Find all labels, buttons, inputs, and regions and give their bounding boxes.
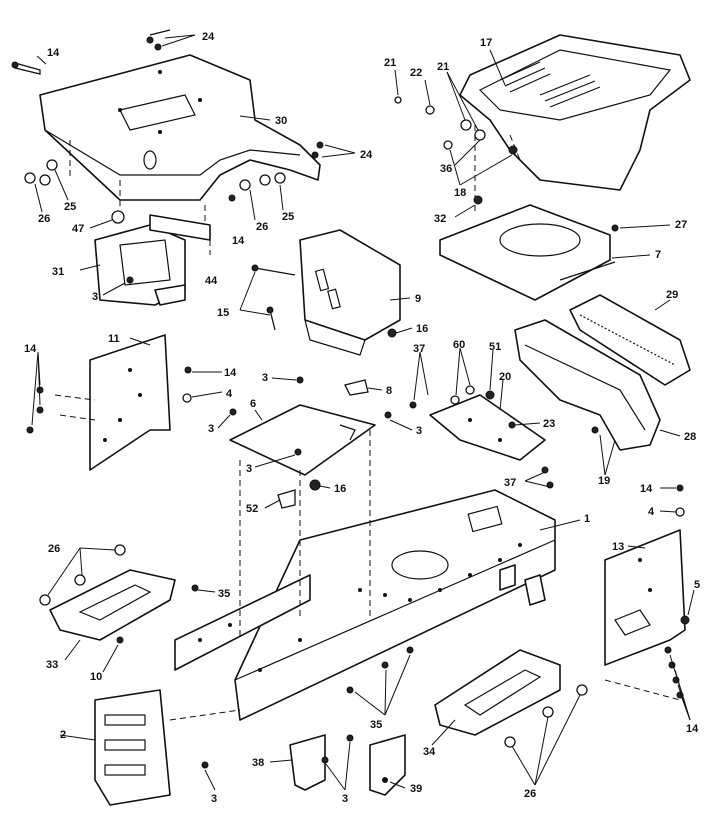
callout-47: 47 xyxy=(72,223,84,235)
callout-14: 14 xyxy=(686,723,699,735)
callout-16: 16 xyxy=(416,323,428,335)
callout-17: 17 xyxy=(480,37,492,49)
callout-3: 3 xyxy=(92,291,98,303)
callout-36: 36 xyxy=(440,163,452,175)
front-plate-part-2 xyxy=(94,689,171,806)
callout-26: 26 xyxy=(48,543,60,555)
bracket-part-20 xyxy=(429,394,546,461)
callout-14: 14 xyxy=(24,343,37,355)
callout-9: 9 xyxy=(415,293,421,305)
callout-25: 25 xyxy=(282,211,294,223)
callout-29: 29 xyxy=(666,289,678,301)
tank-cover-part-7 xyxy=(439,204,616,301)
callout-37: 37 xyxy=(413,343,425,355)
callout-24: 24 xyxy=(360,149,373,161)
callout-4: 4 xyxy=(648,506,655,518)
side-panel-left-part-11 xyxy=(89,334,171,471)
callout-14: 14 xyxy=(224,367,237,379)
callout-14: 14 xyxy=(640,483,653,495)
callout-34: 34 xyxy=(423,746,436,758)
bracket-part-44 xyxy=(149,214,211,255)
callout-21: 21 xyxy=(384,57,396,69)
callout-14: 14 xyxy=(232,235,245,247)
front-housing-part-28 xyxy=(514,319,661,451)
callout-10: 10 xyxy=(90,671,102,683)
grille-part-29 xyxy=(569,294,691,386)
callout-2: 2 xyxy=(60,729,66,741)
callout-35: 35 xyxy=(370,719,382,731)
frame-part-1 xyxy=(174,489,556,721)
callout-44: 44 xyxy=(205,275,218,287)
callout-15: 15 xyxy=(217,307,229,319)
dash-panel-part-9 xyxy=(299,229,401,356)
callout-3: 3 xyxy=(208,423,214,435)
callout-33: 33 xyxy=(46,659,58,671)
dash-cover-part-30 xyxy=(39,54,321,201)
footrest-left-part-33 xyxy=(49,569,176,641)
callout-3: 3 xyxy=(416,425,422,437)
callout-25: 25 xyxy=(64,201,76,213)
callout-37: 37 xyxy=(504,477,516,489)
dash-support-part-31 xyxy=(94,224,186,306)
callout-35: 35 xyxy=(218,588,230,600)
callout-16: 16 xyxy=(334,483,346,495)
callout-28: 28 xyxy=(684,431,696,443)
leader-lines xyxy=(31,34,695,791)
callout-labels: 14 24 30 24 26 25 47 14 26 25 31 44 3 21… xyxy=(24,31,700,805)
callout-26: 26 xyxy=(38,213,50,225)
callout-38: 38 xyxy=(252,757,264,769)
callout-3: 3 xyxy=(262,372,268,384)
callout-13: 13 xyxy=(612,541,624,553)
callout-6: 6 xyxy=(250,398,256,410)
callout-4: 4 xyxy=(226,388,233,400)
callout-51: 51 xyxy=(489,341,501,353)
callout-20: 20 xyxy=(499,371,511,383)
callout-11: 11 xyxy=(108,333,120,345)
hood-part-17 xyxy=(459,34,691,191)
callout-5: 5 xyxy=(694,579,700,591)
callout-22: 22 xyxy=(410,67,422,79)
callout-23: 23 xyxy=(543,418,555,430)
callout-52: 52 xyxy=(246,503,258,515)
callout-1: 1 xyxy=(584,513,590,525)
side-panel-right-part-13 xyxy=(604,529,686,666)
callout-14: 14 xyxy=(47,47,60,59)
bracket-part-39 xyxy=(369,734,406,796)
callout-21: 21 xyxy=(437,61,449,73)
callout-26: 26 xyxy=(524,788,536,800)
callout-8: 8 xyxy=(386,385,392,397)
callout-26: 26 xyxy=(256,221,268,233)
callout-39: 39 xyxy=(410,783,422,795)
callout-18: 18 xyxy=(454,187,466,199)
callout-32: 32 xyxy=(434,213,446,225)
callout-3: 3 xyxy=(211,793,217,805)
footrest-right-part-34 xyxy=(434,649,561,736)
callout-19: 19 xyxy=(598,475,610,487)
callout-24: 24 xyxy=(202,31,215,43)
callout-30: 30 xyxy=(275,115,287,127)
callout-60: 60 xyxy=(453,339,465,351)
callout-3: 3 xyxy=(246,463,252,475)
bracket-part-38 xyxy=(289,734,326,791)
callout-27: 27 xyxy=(675,219,687,231)
callout-7: 7 xyxy=(655,249,661,261)
callout-31: 31 xyxy=(52,266,64,278)
floor-plate-part-6 xyxy=(229,404,376,476)
hardware xyxy=(11,29,690,769)
callout-3: 3 xyxy=(342,793,348,805)
